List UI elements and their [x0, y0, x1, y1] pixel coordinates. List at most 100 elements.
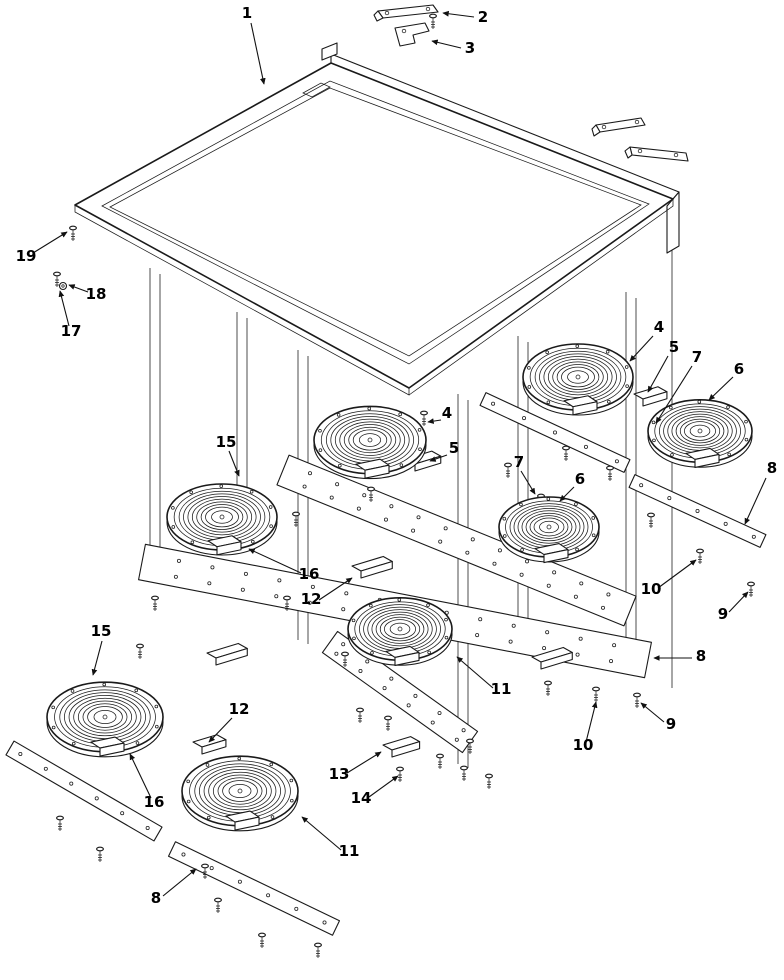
support-panel [321, 630, 479, 754]
callout-leader-7 [655, 365, 693, 424]
callout-label-1: 1 [242, 4, 252, 22]
callout-label-11: 11 [339, 842, 360, 860]
callout-leader-18 [68, 284, 89, 293]
callout-leader-5 [429, 454, 448, 462]
surface-burner-element [498, 496, 600, 564]
screw-icon [647, 512, 655, 528]
callout-label-4: 4 [654, 318, 664, 336]
callout-label-15: 15 [91, 622, 112, 640]
callout-leader-11 [456, 656, 494, 689]
callout-leader-4 [629, 335, 654, 362]
support-rail [479, 392, 631, 473]
callout-label-6: 6 [575, 470, 585, 488]
callout-label-4: 4 [442, 404, 452, 422]
callout-leader-16 [248, 548, 302, 574]
callout-leader-3 [431, 39, 462, 49]
screw-icon [592, 686, 600, 702]
screw-icon [436, 753, 444, 769]
screw-icon [420, 410, 428, 426]
terminal-block [563, 395, 598, 416]
callout-label-5: 5 [449, 439, 459, 457]
surface-burner-element [647, 398, 753, 469]
screw-icon [341, 651, 349, 667]
mounting-bracket-right-upper [591, 117, 646, 137]
callout-label-2: 2 [478, 8, 488, 26]
terminal-block [685, 447, 720, 469]
callout-label-19: 19 [16, 247, 37, 265]
callout-label-10: 10 [573, 736, 594, 754]
screw-icon [292, 511, 300, 527]
screw-icon [283, 595, 291, 611]
screw-icon [504, 462, 512, 478]
screw-icon [562, 445, 570, 461]
callout-leader-10 [585, 701, 598, 743]
screw-icon [367, 486, 375, 502]
screw-icon [356, 707, 364, 723]
callout-leader-9 [640, 702, 665, 723]
callout-leader-6 [559, 486, 575, 502]
callout-label-7: 7 [514, 453, 524, 471]
callout-leader-15 [228, 450, 240, 477]
screw-icon [633, 692, 641, 708]
callout-leader-14 [368, 775, 399, 798]
callout-leader-1 [250, 22, 266, 85]
callout-label-7: 7 [692, 348, 702, 366]
terminal-block [355, 458, 390, 479]
mounting-clip [531, 646, 573, 670]
screw-icon [466, 738, 474, 754]
callout-label-13: 13 [329, 765, 350, 783]
callout-label-8: 8 [696, 647, 706, 665]
callout-label-9: 9 [718, 605, 728, 623]
screw-icon [201, 863, 209, 879]
callout-label-8: 8 [767, 459, 777, 477]
screw-icon [606, 465, 614, 481]
mounting-clip [351, 555, 393, 579]
callout-label-16: 16 [144, 793, 165, 811]
callout-leader-2 [442, 10, 475, 18]
callout-leader-13 [346, 751, 382, 774]
callout-label-15: 15 [216, 433, 237, 451]
callout-label-17: 17 [61, 322, 82, 340]
mounting-bracket-right-lower [624, 146, 689, 162]
callout-leader-8 [162, 868, 197, 897]
callout-label-9: 9 [666, 715, 676, 733]
screw-icon [544, 680, 552, 696]
callout-label-12: 12 [229, 700, 250, 718]
terminal-block [90, 736, 125, 757]
support-rails [5, 392, 767, 936]
terminal-block [385, 645, 420, 667]
mounting-clip [633, 386, 668, 407]
callout-label-3: 3 [465, 39, 475, 57]
screw-icon [69, 225, 77, 241]
mounting-clip [382, 736, 421, 758]
screw-icon [258, 932, 266, 948]
screw-icon [384, 715, 392, 731]
screw-icon [396, 766, 404, 782]
callout-leader-4 [427, 418, 442, 424]
callout-label-6: 6 [734, 360, 744, 378]
callout-label-16: 16 [299, 565, 320, 583]
callout-leader-12 [208, 717, 233, 743]
screw-icon [96, 846, 104, 862]
screw-icon [485, 773, 493, 789]
burner-elements [46, 343, 753, 832]
callout-leader-8 [744, 477, 767, 525]
callout-leader-7 [520, 470, 536, 495]
callout-leader-19 [32, 231, 68, 254]
screw-icon [56, 815, 64, 831]
callout-label-11: 11 [491, 680, 512, 698]
callout-leader-9 [728, 591, 749, 613]
callout-leader-6 [708, 376, 734, 401]
callout-leader-15 [91, 640, 103, 676]
support-rail [167, 841, 341, 936]
surface-burner-element [522, 343, 634, 416]
screw-icon [460, 765, 468, 781]
callout-leader-12 [318, 577, 353, 601]
mounting-clip [192, 734, 227, 755]
callout-label-18: 18 [86, 285, 107, 303]
terminal-block [207, 535, 242, 556]
mounting-bracket-3 [394, 22, 430, 47]
screw-icon [314, 942, 322, 958]
screw-icon [696, 548, 704, 564]
